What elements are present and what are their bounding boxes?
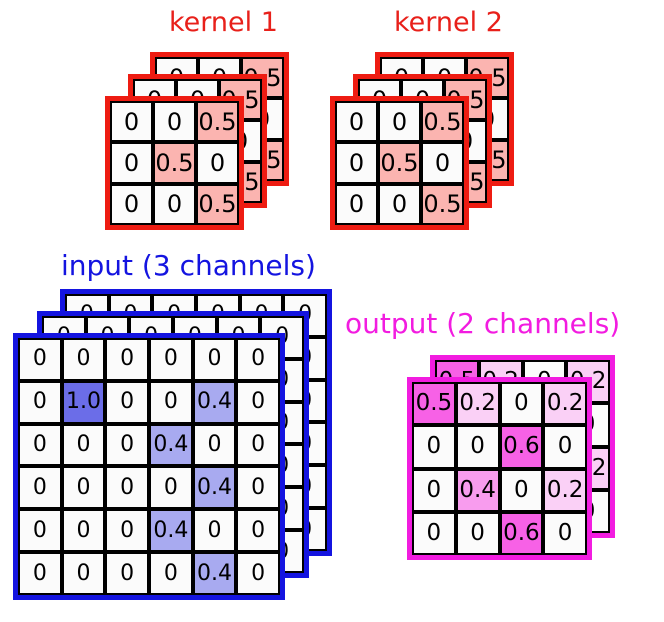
grid-cell: 0.5 (412, 382, 456, 426)
grid-cell: 0.2 (455, 382, 500, 426)
grid-cell: 0 (61, 423, 106, 467)
grid-cell: 0 (236, 466, 280, 510)
grid-cell: 0 (105, 509, 149, 553)
input-title: input (3 channels) (61, 249, 316, 282)
grid-cell: 0 (412, 425, 456, 469)
grid-cell: 0 (236, 423, 280, 467)
grid-cell: 0 (110, 101, 153, 143)
grid-cell: 0 (412, 511, 456, 555)
grid-cell: 0 (18, 380, 62, 424)
grid-cell: 0 (149, 466, 193, 510)
grid-cell: 0 (110, 183, 153, 225)
grid-cell: 0 (149, 380, 193, 424)
grid-cell: 0 (499, 382, 544, 426)
grid-cell: 0 (236, 552, 280, 595)
grid-cell: 0 (335, 183, 378, 225)
grid-cell: 0.6 (499, 511, 544, 555)
grid-cell: 0.2 (543, 468, 587, 512)
grid-cell: 0.4 (192, 466, 237, 510)
grid-cell: 0.5 (196, 101, 239, 143)
grid-cell: 0.2 (543, 382, 587, 426)
grid-cell: 0 (61, 338, 106, 381)
grid-cell: 0 (543, 511, 587, 555)
grid-cell: 0 (335, 142, 378, 184)
grid-cell: 0 (378, 183, 421, 225)
grid-cell: 0 (105, 338, 149, 381)
grid-cell: 0 (18, 423, 62, 467)
grid-cell: 0 (455, 425, 500, 469)
grid-cell: 0.4 (192, 380, 237, 424)
grid-cell: 0 (18, 338, 62, 381)
grid-cell: 0 (499, 468, 544, 512)
grid-cell: 0.5 (421, 101, 464, 143)
grid-cell: 0.5 (421, 183, 464, 225)
grid-cell: 0 (412, 468, 456, 512)
grid-cell: 0 (335, 101, 378, 143)
grid-cell: 0 (192, 509, 237, 553)
grid-cell: 0 (110, 142, 153, 184)
grid-cell: 0 (153, 183, 196, 225)
grid-cell: 0 (196, 142, 239, 184)
grid-cell: 0 (105, 423, 149, 467)
grid-cell: 0 (61, 552, 106, 595)
grid-cell: 0.6 (499, 425, 544, 469)
grid-cell: 0 (18, 509, 62, 553)
grid-cell: 0 (236, 338, 280, 381)
grid-cell: 0 (105, 552, 149, 595)
grid-cell: 0.5 (378, 142, 421, 184)
grid-cell: 0 (192, 423, 237, 467)
grid-cell: 0 (153, 101, 196, 143)
grid-cell: 0 (61, 509, 106, 553)
grid-cell: 0.5 (153, 142, 196, 184)
grid-cell: 0.4 (192, 552, 237, 595)
grid-cell: 0 (192, 338, 237, 381)
grid-cell: 0 (61, 466, 106, 510)
grid-cell: 0 (421, 142, 464, 184)
grid-cell: 0 (149, 338, 193, 381)
grid-cell: 0 (378, 101, 421, 143)
grid-cell: 0 (149, 552, 193, 595)
output-title: output (2 channels) (345, 307, 621, 340)
grid-cell: 0 (455, 511, 500, 555)
grid-cell: 0.4 (149, 509, 193, 553)
kernel-1-title: kernel 1 (169, 7, 278, 38)
grid-cell: 0 (236, 380, 280, 424)
grid-cell: 1.0 (61, 380, 106, 424)
grid-cell: 0 (18, 466, 62, 510)
kernel-2-title: kernel 2 (394, 7, 503, 38)
grid-cell: 0.4 (149, 423, 193, 467)
grid-cell: 0 (105, 466, 149, 510)
grid-cell: 0 (18, 552, 62, 595)
grid-cell: 0.4 (455, 468, 500, 512)
grid-cell: 0 (543, 425, 587, 469)
grid-cell: 0 (236, 509, 280, 553)
grid-cell: 0.5 (196, 183, 239, 225)
grid-cell: 0 (105, 380, 149, 424)
